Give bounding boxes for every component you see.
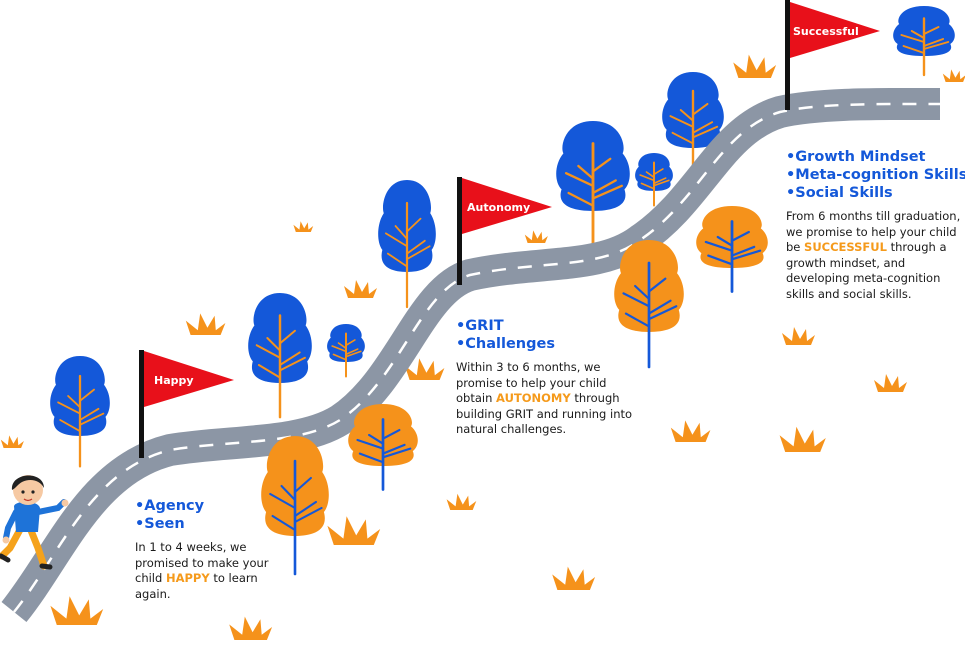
tree-icon <box>556 121 630 247</box>
heading-item: •Challenges <box>456 336 555 352</box>
heading-item: •Social Skills <box>786 185 893 201</box>
tree-icon <box>348 404 418 491</box>
stage-headings: •GRIT •Challenges <box>456 317 636 353</box>
stage-happy-info: •Agency •Seen In 1 to 4 weeks, we promis… <box>135 497 275 602</box>
tree-icon <box>50 356 110 468</box>
description-text: to learn again. <box>135 571 258 601</box>
grass-tuft-icon <box>874 374 907 392</box>
tree-icon <box>635 153 673 207</box>
flag-label: Successful <box>793 25 859 38</box>
tree-icon <box>662 72 724 179</box>
stage-description: In 1 to 4 weeks, we promised to make you… <box>135 540 275 602</box>
stage-description: From 6 months till graduation, we promis… <box>786 209 961 302</box>
background-trees <box>50 6 955 468</box>
description-text: In 1 to 4 weeks, we promised to make you… <box>135 540 269 585</box>
grass-tuft-icon <box>670 420 711 442</box>
grass-tuft-icon <box>0 435 24 448</box>
grass-tuft-icon <box>446 493 477 510</box>
highlight-word: AUTONOMY <box>496 391 571 405</box>
tree-icon <box>614 240 684 369</box>
heading-item: •Growth Mindset <box>786 149 926 165</box>
heading-item: •Agency <box>135 498 205 514</box>
tree-icon <box>248 293 312 419</box>
tree-icon <box>261 436 329 576</box>
highlight-word: SUCCESSFUL <box>804 240 887 254</box>
description-text: through building GRIT and running into n… <box>456 391 633 436</box>
grass-tuft-icon <box>293 221 314 232</box>
grass-tuft-icon <box>327 516 381 545</box>
grass-tuft-icon <box>733 54 777 78</box>
flag-label: Autonomy <box>467 201 530 214</box>
stage-headings: •Growth Mindset •Meta-cognition Skills •… <box>786 148 965 202</box>
grass-tuft-icon <box>50 596 104 625</box>
stage-headings: •Agency •Seen <box>135 497 275 533</box>
road <box>1 87 941 623</box>
tree-icon <box>696 206 768 293</box>
tree-icon <box>378 180 436 309</box>
description-text: through a growth mindset, and developing… <box>786 240 947 301</box>
description-text: From 6 months till graduation, we promis… <box>786 209 961 254</box>
description-text: Within 3 to 6 months, we promise to help… <box>456 360 607 405</box>
grass-tuft-icon <box>185 313 226 335</box>
milestone-flag-successful: Successful <box>785 0 880 110</box>
grass-tuft-icon <box>782 327 815 345</box>
grass-tuft-icon <box>404 358 445 380</box>
stage-autonomy-info: •GRIT •Challenges Within 3 to 6 months, … <box>456 317 636 438</box>
heading-item: •Seen <box>135 516 185 532</box>
milestone-flag-happy: Happy <box>139 350 234 458</box>
stage-description: Within 3 to 6 months, we promise to help… <box>456 360 636 438</box>
stage-successful-info: •Growth Mindset •Meta-cognition Skills •… <box>786 148 965 302</box>
highlight-word: HAPPY <box>165 571 210 585</box>
grass-tuft-icon <box>229 616 273 640</box>
grass-tuft-icon <box>524 230 548 243</box>
milestone-flag-autonomy: Autonomy <box>457 177 552 285</box>
grass-tuft-icon <box>344 280 377 298</box>
flag-label: Happy <box>154 374 194 387</box>
foreground-trees <box>261 206 768 576</box>
grass-tuft-icon <box>942 69 965 82</box>
heading-item: •GRIT <box>456 318 504 334</box>
heading-item: •Meta-cognition Skills <box>786 167 965 183</box>
tree-icon <box>893 6 955 77</box>
grass-tuft-icon <box>779 426 826 452</box>
tree-icon <box>327 324 365 378</box>
grass-tuft-icon <box>552 566 596 590</box>
grass-tufts <box>0 54 965 640</box>
child-character <box>0 475 69 570</box>
